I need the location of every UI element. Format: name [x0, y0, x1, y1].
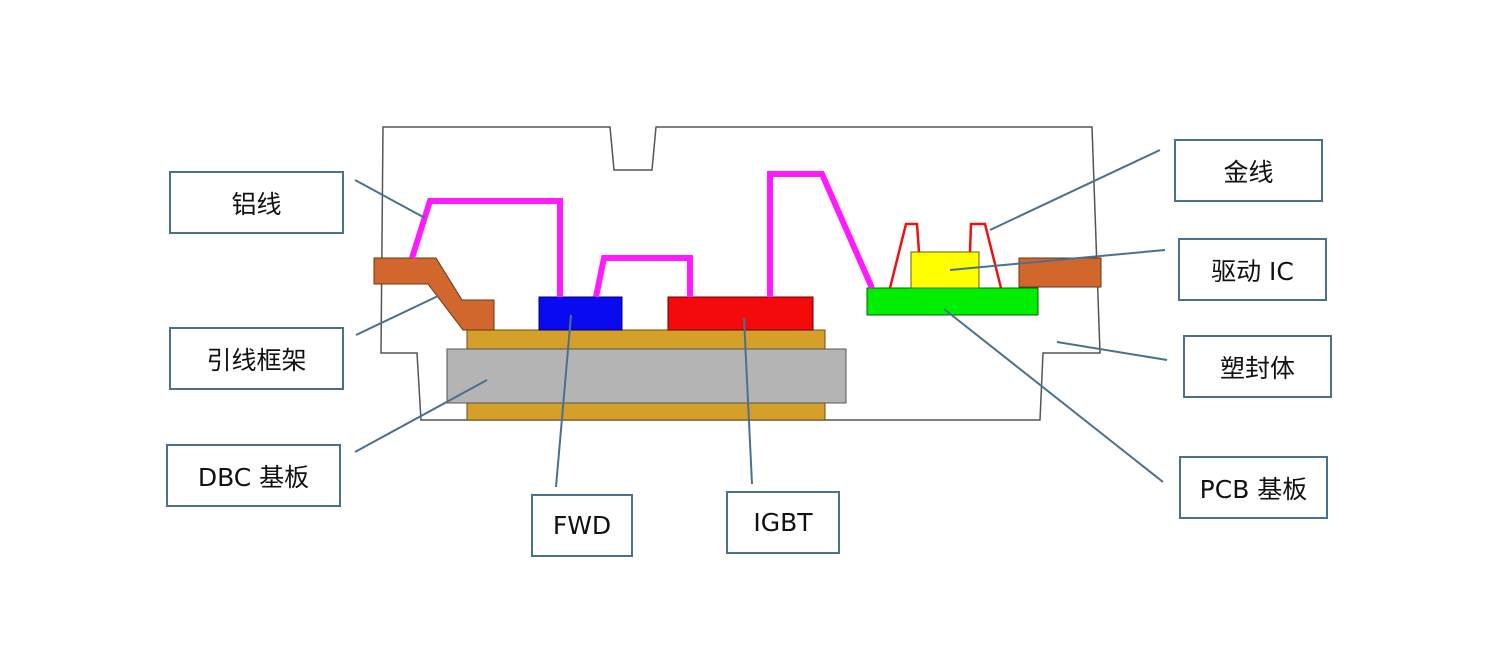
label-aluminum-wire: 铝线 — [169, 171, 344, 234]
leader-lines — [354, 149, 1168, 488]
leader-fwd — [555, 314, 572, 488]
mold-body-outline — [380, 126, 1101, 421]
label-pcb-substrate: PCB 基板 — [1179, 456, 1328, 519]
leader-mold-body — [1056, 341, 1168, 361]
label-igbt: IGBT — [726, 491, 840, 554]
label-lead-frame: 引线框架 — [169, 327, 344, 390]
lead-frame-left — [373, 257, 495, 331]
label-driver-ic: 驱动 IC — [1178, 238, 1327, 301]
gold-wire-right — [968, 222, 1003, 289]
leader-igbt — [743, 317, 753, 485]
leader-aluminum-wire — [354, 179, 426, 219]
gold-wires — [888, 222, 1003, 289]
label-dbc-substrate: DBC 基板 — [166, 444, 341, 507]
aluminum-wire-fwd-to-igbt — [593, 255, 693, 298]
driver-ic-chip — [910, 251, 980, 289]
fwd-chip — [538, 296, 623, 331]
aluminum-wire-igbt-to-pcb — [767, 171, 875, 297]
leader-driver-ic — [949, 249, 1166, 271]
label-gold-wire: 金线 — [1174, 139, 1323, 202]
aluminum-wires — [409, 171, 875, 298]
label-fwd: FWD — [531, 494, 633, 557]
leader-lead-frame — [355, 295, 439, 336]
pcb-substrate — [866, 287, 1039, 316]
dbc-top-copper — [466, 329, 826, 351]
igbt-chip — [667, 296, 814, 331]
aluminum-wire-frame-to-fwd — [409, 198, 563, 297]
leader-dbc — [354, 379, 488, 453]
gold-wire-left — [888, 222, 921, 289]
leader-gold-wire — [989, 149, 1161, 231]
leader-pcb — [943, 308, 1164, 483]
label-mold-body: 塑封体 — [1183, 335, 1332, 398]
dbc-ceramic — [446, 348, 847, 404]
